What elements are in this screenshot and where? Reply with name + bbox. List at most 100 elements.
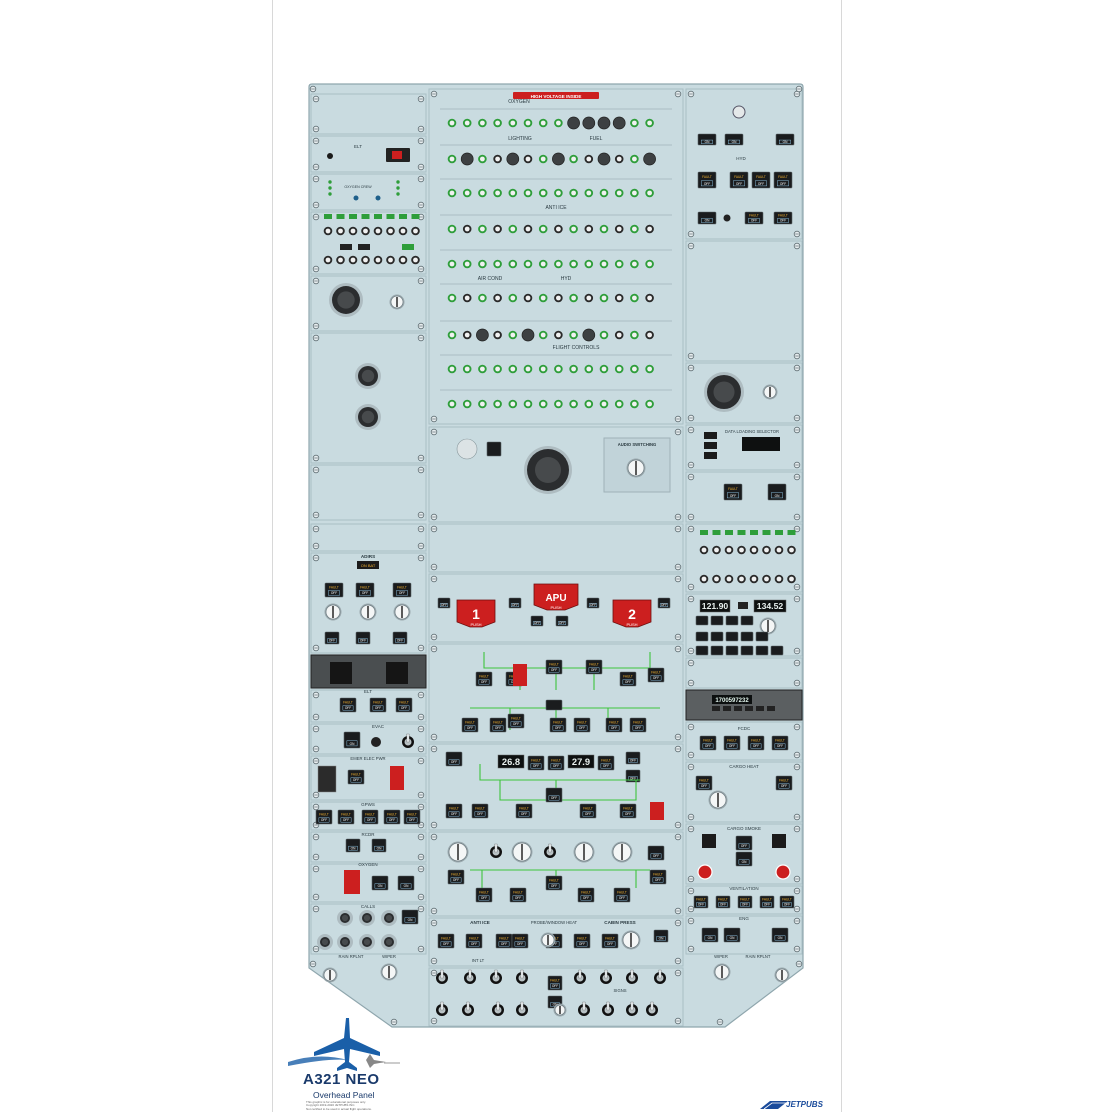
small-switch[interactable] [340,244,352,250]
circuit-breaker[interactable] [398,226,408,236]
radio-mode-pushbutton[interactable] [725,615,739,626]
circuit-breaker[interactable] [584,224,594,234]
circuit-breaker[interactable] [645,293,654,303]
circuit-breaker[interactable] [478,293,487,303]
right-volume-knob[interactable] [762,384,778,400]
circuit-breaker[interactable] [523,224,533,234]
wiper-knob-left[interactable] [380,963,398,981]
circuit-breaker[interactable] [630,399,639,409]
right-top-pushbutton[interactable]: ON [724,133,744,146]
circuit-breaker[interactable] [569,224,578,234]
elec-pushbutton[interactable]: OFF [647,845,665,861]
circuit-breaker[interactable] [323,255,333,265]
circuit-breaker[interactable] [614,188,624,198]
circuit-breaker[interactable] [645,364,654,374]
radio-selector-pushbutton[interactable] [755,645,769,656]
circuit-breaker[interactable] [493,118,502,128]
circuit-breaker[interactable] [462,188,472,198]
circuit-breaker-large[interactable] [521,328,535,342]
circuit-breaker[interactable] [599,188,609,198]
circuit-breaker[interactable] [538,259,548,269]
int-lt-toggle[interactable] [464,969,476,984]
circuit-breaker[interactable] [724,574,734,584]
circuit-breaker[interactable] [645,188,654,198]
disch-aft-button[interactable] [775,864,791,880]
circuit-breaker[interactable] [508,118,518,128]
int-lt-toggle[interactable] [490,969,502,984]
radio-nav-pushbutton[interactable] [755,631,769,642]
circuit-breaker[interactable] [373,255,383,265]
circuit-breaker[interactable] [462,399,472,409]
data-loading-button[interactable] [704,442,717,449]
signs-toggle[interactable] [646,1001,658,1016]
circuit-breaker[interactable] [630,118,639,128]
evac-capt-purs-toggle[interactable] [402,733,414,748]
circuit-breaker[interactable] [737,545,746,555]
radio-nav-pushbutton[interactable] [740,631,754,642]
circuit-breaker[interactable] [478,154,487,164]
elt-switch[interactable] [392,151,402,159]
eng-pushbutton[interactable]: ON [701,927,719,943]
radio-nav-pushbutton[interactable] [710,631,724,642]
circuit-breaker[interactable] [554,259,563,269]
circuit-breaker[interactable] [712,574,721,584]
circuit-breaker[interactable] [348,255,358,265]
adirs-small-pushbutton[interactable]: OFF [392,631,408,645]
signs-toggle[interactable] [462,1001,474,1016]
circuit-breaker-large[interactable] [582,328,596,342]
circuit-breaker[interactable] [554,399,563,409]
circuit-breaker[interactable] [645,259,654,269]
circuit-breaker[interactable] [630,293,639,303]
circuit-breaker[interactable] [774,545,784,555]
circuit-breaker[interactable] [630,330,639,340]
circuit-breaker[interactable] [630,224,639,234]
elec-selector-2[interactable] [511,841,533,863]
elec-selector-3[interactable] [573,841,595,863]
circuit-breaker[interactable] [493,399,502,409]
radio-selector-pushbutton[interactable] [710,645,724,656]
circuit-breaker-large[interactable] [552,152,565,166]
adirs-small-pushbutton[interactable]: OFF [324,631,340,645]
circuit-breaker[interactable] [538,224,548,234]
circuit-breaker[interactable] [599,259,609,269]
elec-selector-1[interactable] [447,841,469,863]
adirs-selector-2[interactable] [393,603,411,621]
circuit-breaker[interactable] [538,293,548,303]
small-switch[interactable] [402,244,414,250]
elec-toggle-1[interactable] [490,843,502,858]
right-top-pushbutton[interactable]: ON [697,133,717,146]
circuit-breaker-large[interactable] [612,116,626,130]
int-lt-dimmer[interactable] [553,1003,567,1017]
radio-selector-pushbutton[interactable] [695,645,709,656]
rcdr-pushbutton[interactable]: ON [345,838,361,853]
circuit-breaker[interactable] [569,154,578,164]
int-lt-toggle[interactable] [436,969,448,984]
adirs-selector-3[interactable] [359,603,377,621]
circuit-breaker[interactable] [493,224,502,234]
circuit-breaker[interactable] [508,259,518,269]
radio-selector-pushbutton[interactable] [770,645,784,656]
right-lower-pushbutton[interactable]: ON [767,483,787,501]
circuit-breaker[interactable] [523,364,533,374]
circuit-breaker[interactable] [523,399,533,409]
int-lt-toggle[interactable] [574,969,586,984]
radio-tuning-knob[interactable] [759,617,777,635]
radio-transfer-button[interactable] [738,602,748,609]
data-loading-button[interactable] [704,432,717,439]
signs-toggle[interactable] [436,1001,448,1016]
